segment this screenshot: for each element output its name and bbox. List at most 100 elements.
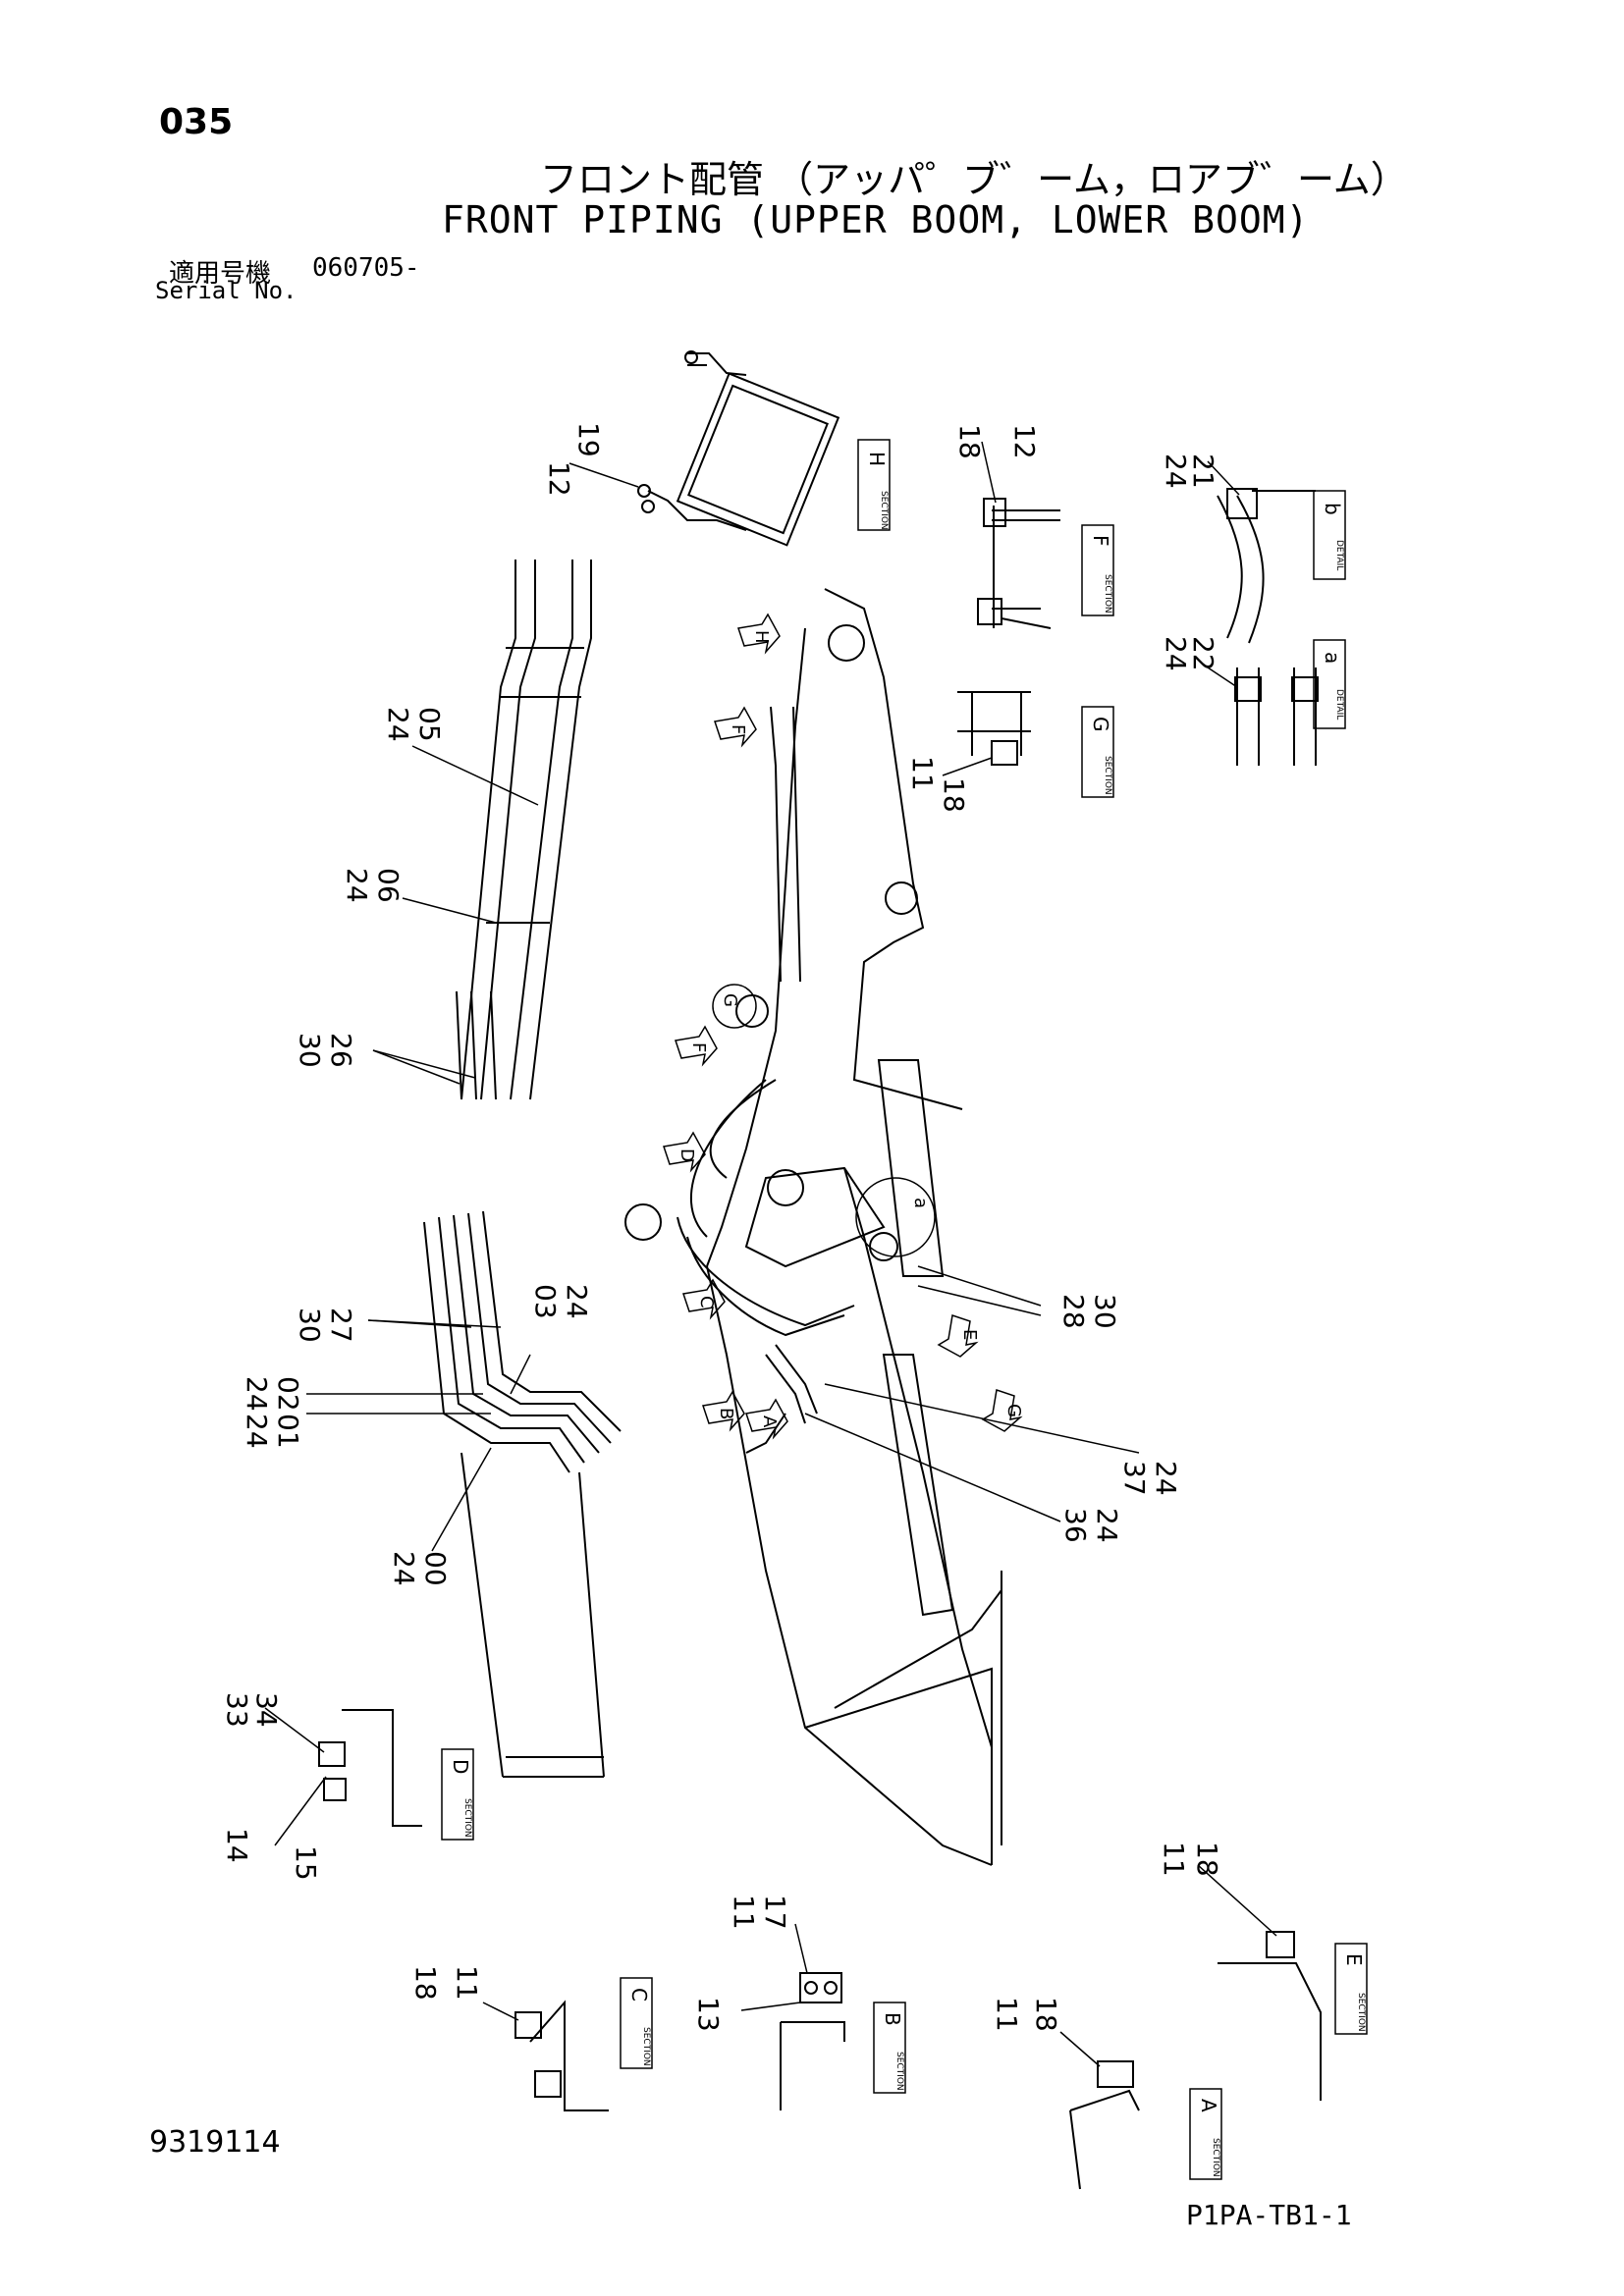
section-tag-d — [441, 1748, 474, 1841]
callout-24-37: 24 — [1150, 1461, 1182, 1496]
section-tag-c-word: SECTION — [641, 2027, 651, 2066]
serial-label-japanese: 適用号機 — [169, 259, 272, 289]
detail-tag-b-word: DETAIL — [1334, 540, 1344, 570]
serial-code: 060705- — [312, 253, 420, 283]
section-b-view — [740, 1923, 845, 2110]
view-circle-a: a — [910, 1198, 931, 1208]
detail-tag-b — [1313, 490, 1346, 580]
title-japanese: フロント配管 （アッパ゜ブ゛ーム，ロアブ゛ーム） — [540, 158, 1408, 201]
callout-00: 00 — [419, 1551, 452, 1586]
drawing-number: 9319114 — [149, 2125, 281, 2160]
section-tag-d-letter: D — [449, 1759, 472, 1774]
section-tag-a — [1189, 2088, 1222, 2180]
callout-33: 33 — [221, 1692, 253, 1728]
page-number: 035 — [159, 102, 234, 142]
main-boom-structure — [624, 588, 1140, 1866]
callout-24-36: 24 — [1091, 1508, 1123, 1543]
section-e-view — [1197, 1864, 1322, 2101]
detail-a-view — [1207, 667, 1319, 766]
upper-pipe-assembly — [372, 560, 592, 1100]
callout-26: 26 — [325, 1033, 357, 1068]
callout-24-00: 24 — [388, 1551, 420, 1586]
callout-24-03: 24 — [561, 1284, 593, 1319]
section-tag-h-letter: H — [865, 452, 889, 466]
lower-pipe-assembly — [306, 1210, 622, 1778]
view-arrow-f2: F — [688, 1042, 709, 1052]
callout-18-e: 18 — [1191, 1842, 1223, 1877]
callout-13-b: 13 — [692, 1997, 725, 2032]
callout-24-06: 24 — [341, 868, 373, 903]
section-tag-b — [873, 2002, 906, 2094]
callout-05: 05 — [413, 707, 446, 742]
section-tag-b-word: SECTION — [894, 2052, 904, 2091]
callout-37: 37 — [1118, 1461, 1151, 1496]
callout-28: 28 — [1057, 1294, 1090, 1329]
section-tag-b-letter: B — [881, 2012, 904, 2026]
callout-12-h: 12 — [543, 461, 575, 497]
section-tag-c-letter: C — [627, 1988, 651, 2002]
callout-11-e: 11 — [1158, 1842, 1190, 1877]
view-arrow-b: B — [716, 1408, 736, 1419]
detail-b-view — [1207, 460, 1316, 644]
section-h-view — [568, 350, 840, 547]
title-english: FRONT PIPING (UPPER BOOM, LOWER BOOM) — [442, 198, 1310, 241]
callout-12-f: 12 — [1008, 424, 1041, 459]
section-tag-g-letter: G — [1089, 717, 1112, 732]
callout-24-01: 24 — [241, 1414, 273, 1449]
callout-30-27: 30 — [294, 1308, 326, 1343]
section-d-view — [264, 1707, 422, 1846]
callout-24-02: 24 — [241, 1376, 273, 1412]
callout-14: 14 — [221, 1828, 253, 1863]
view-arrow-a: A — [759, 1415, 780, 1428]
callout-11-b: 11 — [728, 1895, 760, 1930]
detail-tag-a — [1313, 639, 1346, 729]
section-tag-g — [1081, 706, 1114, 798]
detail-tag-b-letter: b — [1321, 503, 1344, 515]
serial-label-english: Serial No. — [155, 277, 298, 304]
section-tag-e-word: SECTION — [1356, 1993, 1366, 2032]
page-code: P1PA-TB1-1 — [1186, 2199, 1352, 2231]
callout-11-a: 11 — [991, 1997, 1023, 2032]
callout-27: 27 — [325, 1308, 357, 1343]
callout-18-g: 18 — [938, 777, 970, 813]
callout-15: 15 — [290, 1845, 322, 1881]
callout-18-f: 18 — [953, 424, 986, 459]
view-arrow-f1: F — [728, 724, 748, 734]
callout-22-a: 22 — [1187, 636, 1219, 671]
callout-34: 34 — [250, 1692, 283, 1728]
callout-06: 06 — [372, 868, 405, 903]
section-tag-f — [1081, 524, 1114, 616]
view-circle-g: G — [720, 993, 740, 1007]
section-tag-f-letter: F — [1089, 535, 1112, 547]
section-c-view — [482, 2000, 609, 2111]
callout-01: 01 — [272, 1414, 304, 1449]
section-tag-d-word: SECTION — [462, 1798, 472, 1838]
callout-11-c: 11 — [451, 1965, 483, 2001]
section-tag-f-word: SECTION — [1103, 574, 1112, 614]
view-arrow-g: G — [1003, 1404, 1024, 1417]
callout-03: 03 — [529, 1284, 562, 1319]
section-tag-e-letter: E — [1342, 1953, 1366, 1966]
detail-tag-a-letter: a — [1321, 652, 1344, 664]
view-arrow-h: H — [751, 630, 772, 644]
callout-36: 36 — [1059, 1508, 1092, 1543]
section-tag-c — [620, 1977, 653, 2069]
callout-24-a: 24 — [1160, 636, 1192, 671]
section-tag-h-word: SECTION — [879, 491, 889, 530]
callout-18-a: 18 — [1030, 1997, 1062, 2032]
callout-24-05: 24 — [382, 707, 414, 742]
view-arrow-e: E — [959, 1329, 980, 1340]
section-tag-a-word: SECTION — [1211, 2138, 1220, 2177]
section-a-view — [1059, 2031, 1140, 2190]
section-g-view — [942, 691, 1031, 776]
view-arrow-d: D — [677, 1148, 697, 1162]
callout-19-h: 19 — [572, 422, 605, 457]
section-tag-a-letter: A — [1197, 2099, 1220, 2112]
callout-11-g: 11 — [906, 756, 939, 791]
callout-21-b: 21 — [1187, 454, 1219, 489]
section-tag-g-word: SECTION — [1103, 756, 1112, 795]
callout-30-26: 30 — [294, 1033, 326, 1068]
callout-30-28: 30 — [1089, 1294, 1121, 1329]
section-tag-e — [1334, 1943, 1368, 2035]
